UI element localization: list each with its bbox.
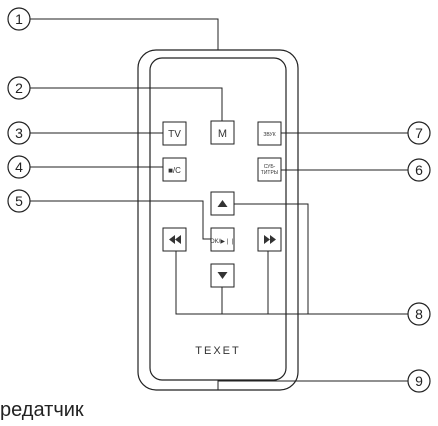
callout-9-label: 9 — [415, 373, 423, 389]
callout-5: 5 — [7, 189, 31, 213]
ok-play-pause-button: OK/▶❘❘ — [210, 227, 235, 252]
callout-4: 4 — [7, 155, 31, 179]
leader-8a — [175, 251, 408, 315]
callout-7-label: 7 — [415, 125, 423, 141]
callout-1: 1 — [7, 7, 31, 31]
callout-9: 9 — [407, 369, 431, 393]
tv-button-label: TV — [168, 129, 181, 140]
up-arrow-icon — [217, 200, 228, 207]
m-button: M — [210, 120, 235, 145]
callout-6: 6 — [407, 158, 431, 182]
down-arrow-icon — [217, 272, 228, 279]
callout-6-label: 6 — [415, 162, 423, 178]
leader-5 — [30, 200, 211, 240]
callout-1-label: 1 — [15, 11, 23, 27]
leader-8d — [234, 203, 309, 314]
stop-button: ■/C — [162, 157, 187, 182]
fast-forward-button — [257, 227, 282, 252]
sound-button: ЗВУК — [257, 121, 282, 146]
callout-8: 8 — [407, 302, 431, 326]
rewind-icon — [169, 235, 181, 244]
m-button-label: M — [218, 128, 227, 140]
leader-2 — [30, 87, 223, 121]
rewind-button — [162, 227, 187, 252]
leader-1 — [30, 18, 219, 50]
leader-9 — [217, 380, 408, 390]
callout-7: 7 — [407, 121, 431, 145]
stop-button-label: ■/C — [168, 166, 181, 175]
remote-inner-body — [149, 57, 287, 381]
subtitles-button: СУБ- ТИТРЫ — [257, 157, 282, 182]
subtitles-label-line2: ТИТРЫ — [261, 170, 279, 176]
callout-3-label: 3 — [15, 125, 23, 141]
callout-2-label: 2 — [15, 80, 23, 96]
callout-4-label: 4 — [15, 159, 23, 175]
callout-3: 3 — [7, 121, 31, 145]
remote-outer-body — [137, 49, 299, 391]
diagram-caption: редатчик — [0, 399, 84, 421]
callout-8-label: 8 — [415, 306, 423, 322]
callout-2: 2 — [7, 76, 31, 100]
tv-button: TV — [162, 121, 187, 146]
up-button — [210, 191, 235, 216]
ok-button-label: OK/▶❘❘ — [210, 238, 235, 245]
leader-lines — [30, 18, 408, 390]
subtitles-label-line1: СУБ- — [264, 164, 276, 170]
brand-logo: TEXET — [195, 345, 240, 357]
fast-forward-icon — [264, 235, 276, 244]
down-button — [210, 263, 235, 288]
sound-button-label: ЗВУК — [263, 132, 275, 138]
callout-5-label: 5 — [15, 193, 23, 209]
